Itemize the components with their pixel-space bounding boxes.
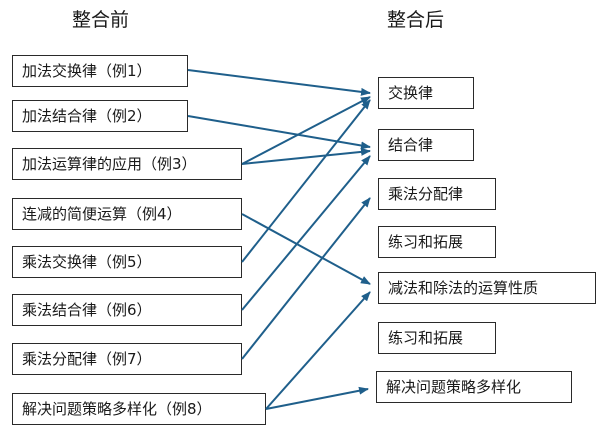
right-box-6: 练习和拓展 xyxy=(378,322,496,354)
left-box-5: 乘法交换律（例5） xyxy=(12,246,242,278)
arrow-ex3-to-commutative xyxy=(241,96,371,165)
arrow-ex8-to-subtraction-division xyxy=(265,291,371,410)
heading-after: 整合后 xyxy=(387,9,445,31)
left-box-1: 加法交换律（例1） xyxy=(12,55,188,87)
right-box-4: 练习和拓展 xyxy=(378,226,496,258)
left-box-8: 解决问题策略多样化（例8） xyxy=(12,393,266,425)
left-box-2: 加法结合律（例2） xyxy=(12,100,188,132)
arrow-ex6-to-associative xyxy=(241,155,371,311)
right-box-7: 解决问题策略多样化 xyxy=(376,371,572,403)
arrow-ex4-to-subtraction-division xyxy=(241,213,371,285)
left-box-3: 加法运算律的应用（例3） xyxy=(12,148,242,180)
left-box-6: 乘法结合律（例6） xyxy=(12,294,242,326)
arrow-ex1-to-commutative xyxy=(187,69,371,96)
right-box-1: 交换律 xyxy=(378,77,474,109)
arrow-ex2-to-associative xyxy=(187,115,371,150)
left-box-7: 乘法分配律（例7） xyxy=(12,343,242,375)
arrow-ex7-to-distributive xyxy=(241,197,371,360)
right-box-3: 乘法分配律 xyxy=(378,178,496,210)
left-box-4: 连减的简便运算（例4） xyxy=(12,198,242,230)
arrow-ex3-to-associative xyxy=(241,147,371,165)
heading-before: 整合前 xyxy=(72,9,130,31)
arrow-ex5-to-commutative xyxy=(241,99,371,263)
right-box-2: 结合律 xyxy=(378,129,474,161)
arrow-ex8-to-strategy xyxy=(265,386,369,410)
right-box-5: 减法和除法的运算性质 xyxy=(378,272,596,304)
